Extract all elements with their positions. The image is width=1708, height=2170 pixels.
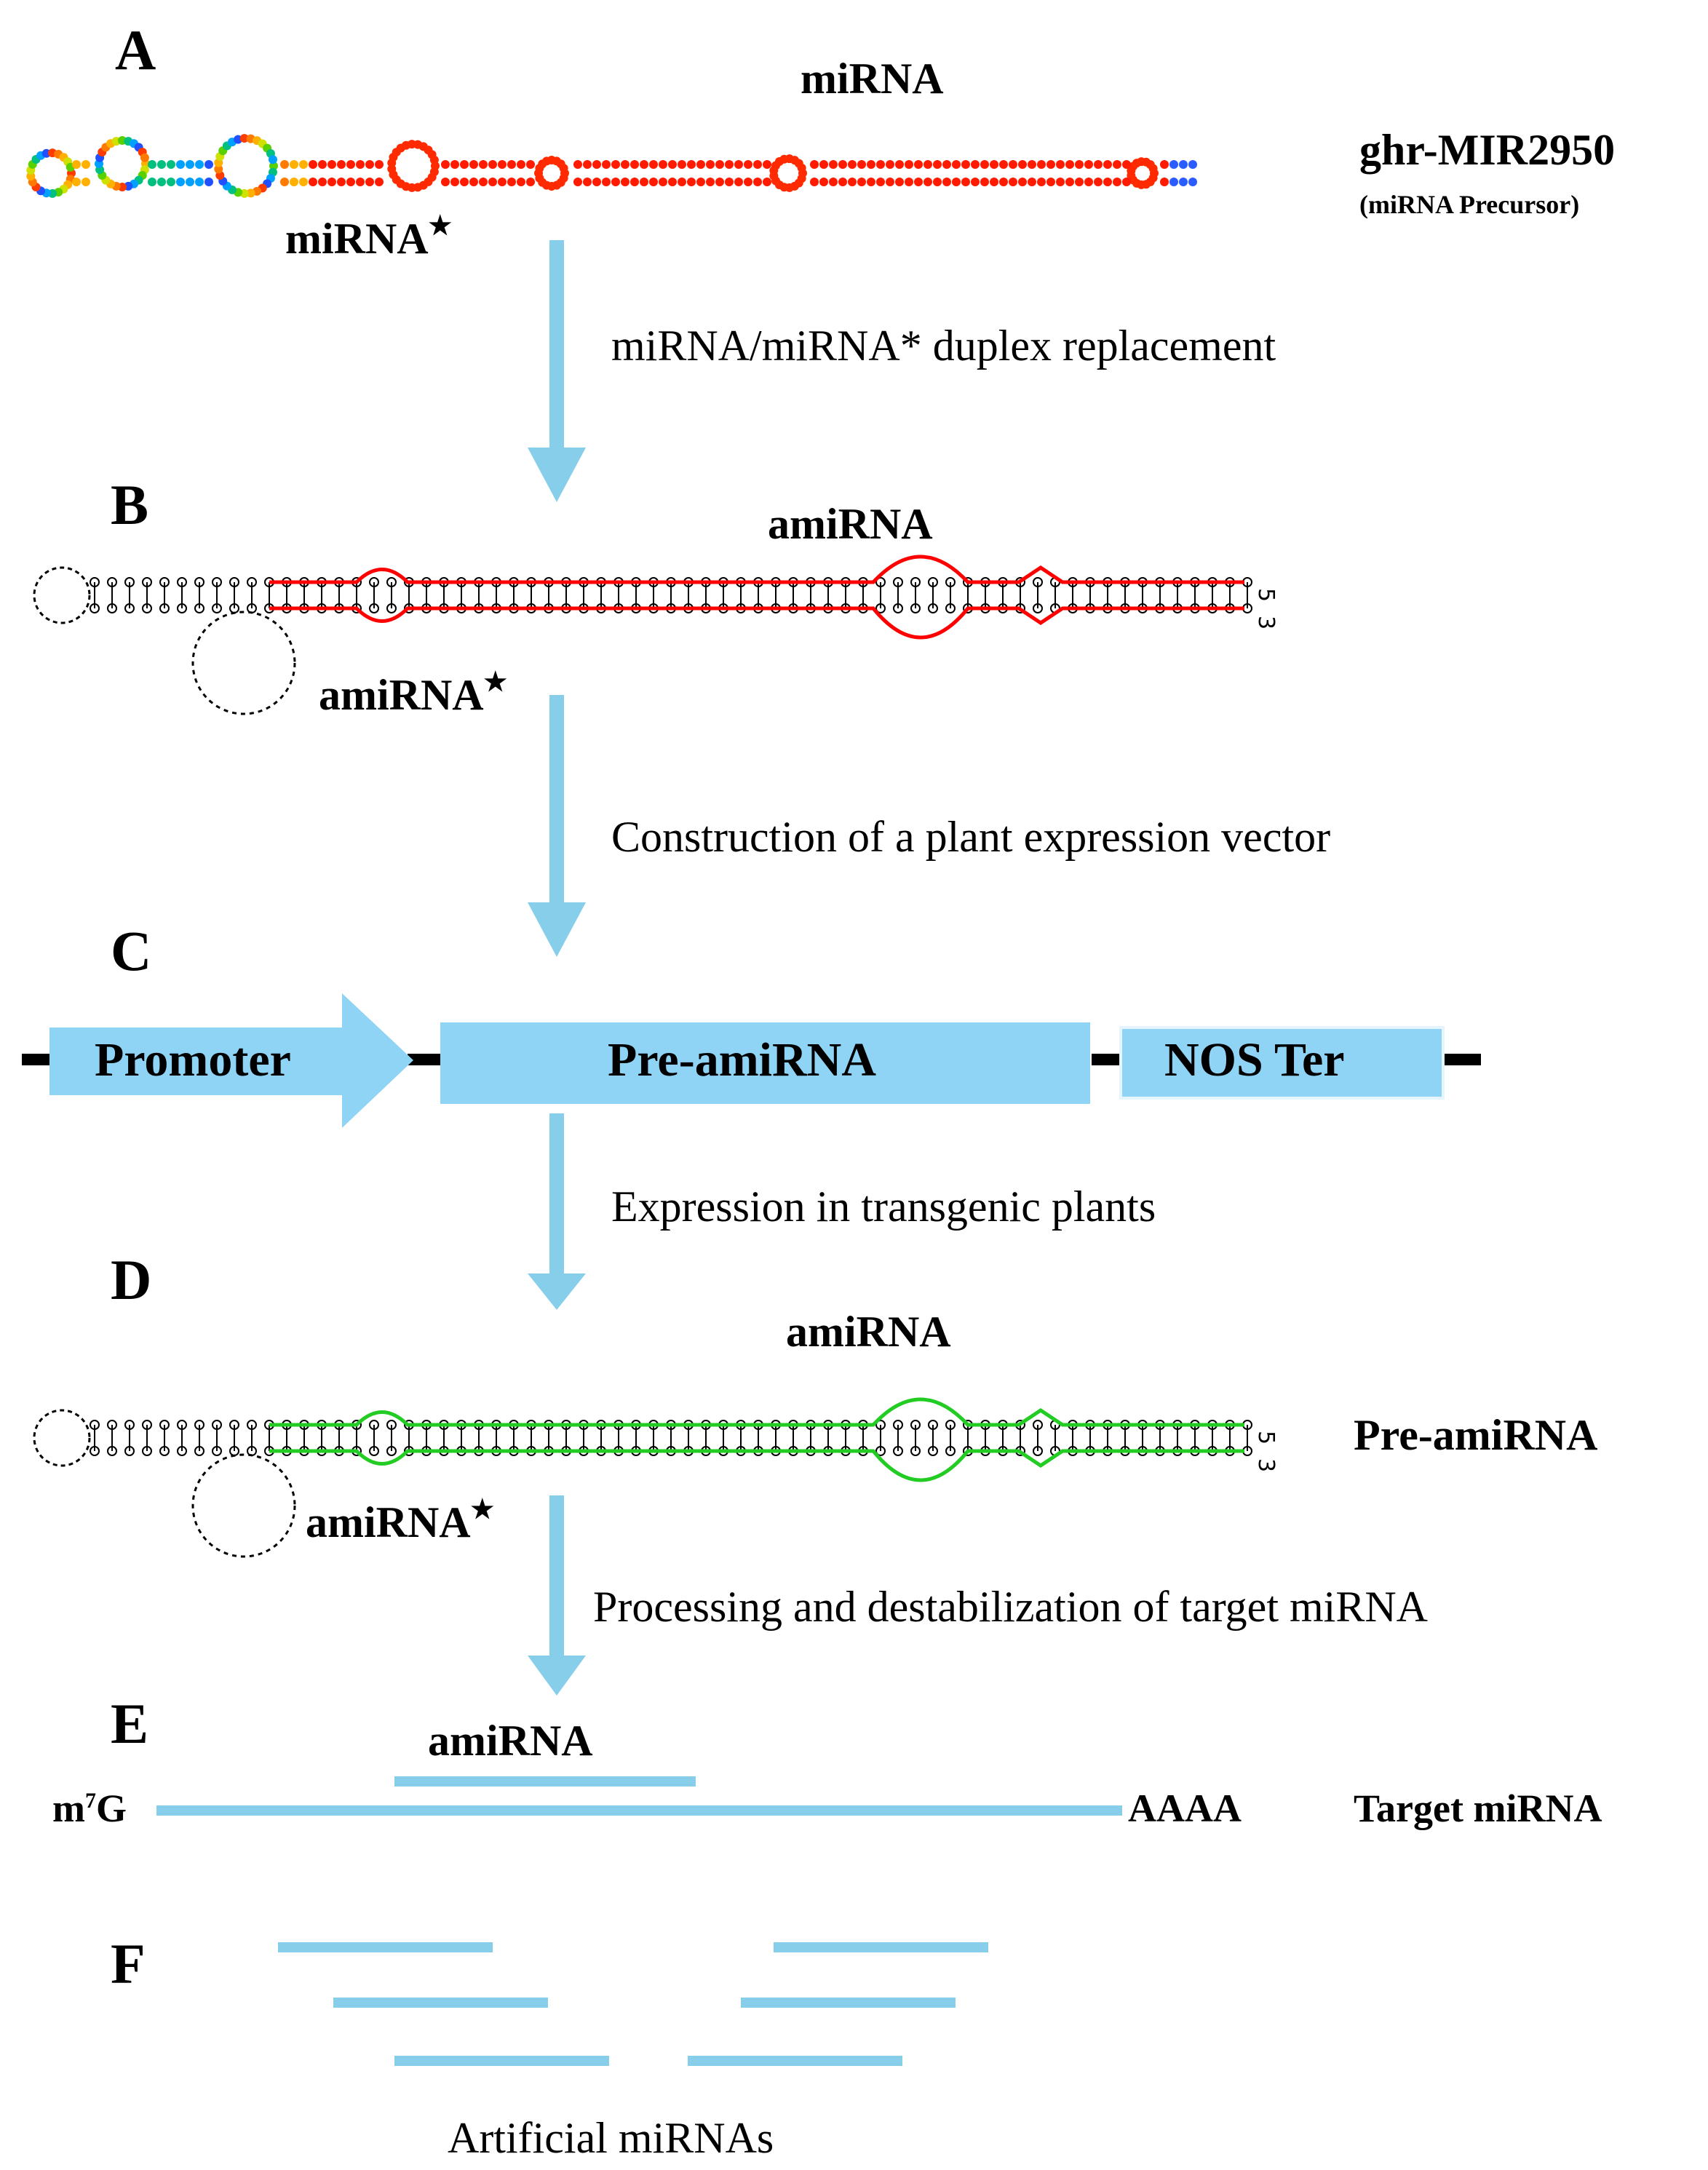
flow-arrow-2 xyxy=(528,695,586,957)
nos-ter-box xyxy=(1119,1026,1445,1100)
cap-label: m7G xyxy=(52,1787,127,1830)
amirna-bar xyxy=(394,1776,696,1787)
promoter-label: Promoter xyxy=(95,1033,291,1086)
precursor-name: ghr-MIR2950 xyxy=(1359,126,1616,174)
backbone-line-mid2 xyxy=(1092,1054,1121,1065)
step-vector-construction: Construction of a plant expression vecto… xyxy=(611,813,1331,861)
backbone-line-mid1 xyxy=(408,1054,444,1065)
pre-amirna-box-label: Pre-amiRNA xyxy=(608,1033,876,1086)
artificial-mirna-fragments xyxy=(278,1942,988,2066)
mirna-star-label-a: miRNA★ xyxy=(285,211,452,263)
svg-text:3: 3 xyxy=(1253,1458,1279,1472)
panel-letter-d: D xyxy=(111,1248,152,1311)
flow-arrow-3 xyxy=(528,1113,586,1310)
artificial-mirnas-caption: Artificial miRNAs xyxy=(448,2114,774,2162)
svg-text:5: 5 xyxy=(1253,588,1279,602)
pre-amirna-label-d: Pre-amiRNA xyxy=(1354,1411,1598,1459)
svg-text:3: 3 xyxy=(1253,616,1279,629)
panel-letter-a: A xyxy=(115,18,156,82)
step-processing-destabilization: Processing and destabilization of target… xyxy=(593,1583,1429,1631)
amirna-hairpin-b: 53 xyxy=(33,555,1279,715)
amirna-label-d: amiRNA xyxy=(786,1308,951,1356)
pre-amirna-box xyxy=(440,1022,1090,1104)
nos-ter-label: NOS Ter xyxy=(1164,1033,1345,1086)
mirna-label-a: miRNA xyxy=(801,55,944,103)
amirna-star-label-b: amiRNA★ xyxy=(319,667,507,719)
mirna-precursor-structure xyxy=(26,134,1197,198)
step-transgenic-expression: Expression in transgenic plants xyxy=(611,1183,1156,1231)
panel-letter-c: C xyxy=(111,919,152,982)
panel-letter-e: E xyxy=(111,1692,149,1755)
svg-text:5: 5 xyxy=(1253,1431,1279,1444)
flow-arrow-1 xyxy=(528,240,586,502)
amirna-hairpin-d: 53 xyxy=(33,1397,1279,1558)
panel-letter-b: B xyxy=(111,473,149,536)
target-mirna-label: Target miRNA xyxy=(1354,1787,1602,1830)
amirna-label-b: amiRNA xyxy=(768,500,933,548)
precursor-subtitle: (miRNA Precursor) xyxy=(1359,190,1580,219)
amirna-star-label-d: amiRNA★ xyxy=(306,1495,494,1546)
expression-vector-construct xyxy=(22,993,1481,1128)
backbone-line-left xyxy=(22,1054,51,1065)
promoter-arrow-shape xyxy=(49,993,413,1128)
amirna-label-e: amiRNA xyxy=(428,1717,593,1765)
panel-letter-f: F xyxy=(111,1932,146,1995)
flow-arrow-4 xyxy=(528,1495,586,1696)
poly-a-label: AAAA xyxy=(1128,1787,1242,1830)
backbone-line-right xyxy=(1445,1054,1481,1065)
target-mirna-line xyxy=(156,1805,1122,1816)
step-duplex-replacement: miRNA/miRNA* duplex replacement xyxy=(611,322,1276,370)
target-mirna-diagram xyxy=(156,1776,1122,1816)
